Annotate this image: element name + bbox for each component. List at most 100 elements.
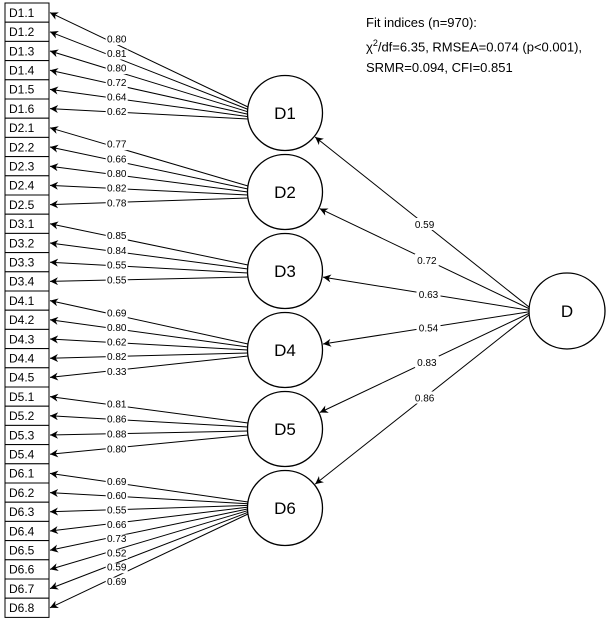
loading-path xyxy=(49,30,249,110)
loading-label-bg xyxy=(105,548,128,559)
loading-label: 0.62 xyxy=(107,107,127,118)
factor-circle xyxy=(246,74,324,152)
loading-path xyxy=(49,316,249,348)
indicator-box: D1.4 xyxy=(4,60,50,81)
loading-label: 0.80 xyxy=(107,64,127,75)
fit-chi-rest: /df=6.35, RMSEA=0.074 (p<0.001), xyxy=(377,39,583,55)
indicator-box: D5.1 xyxy=(4,386,50,407)
loading-label-bg xyxy=(105,78,128,89)
indicator-label: D1.2 xyxy=(9,25,35,39)
factor-circle xyxy=(246,232,324,310)
indicator-label: D5.1 xyxy=(9,390,35,404)
factor-node: D4 xyxy=(246,311,324,389)
factor-node: D3 xyxy=(246,232,324,310)
indicator-label: D6.2 xyxy=(9,486,35,500)
loading-path xyxy=(49,126,249,187)
loading-label: 0.59 xyxy=(107,563,127,574)
loading-label-bg xyxy=(105,506,128,517)
loading-label-bg xyxy=(105,429,128,440)
loading-label: 0.33 xyxy=(107,367,127,378)
factor-label: D2 xyxy=(274,183,296,202)
higher-loading-label: 0.86 xyxy=(415,394,435,405)
loading-path xyxy=(49,68,249,115)
loading-label: 0.66 xyxy=(107,520,127,531)
loading-label: 0.77 xyxy=(107,140,127,151)
loading-label: 0.81 xyxy=(107,49,127,60)
loading-label: 0.80 xyxy=(107,444,127,455)
loading-path xyxy=(49,352,249,362)
chi-power: 2 xyxy=(372,38,378,48)
fit-indices: Fit indices (n=970): χ2/df=6.35, RMSEA=0… xyxy=(366,12,606,78)
indicator-box: D2.5 xyxy=(4,194,50,215)
indicator-label: D5.2 xyxy=(9,409,35,423)
loading-label: 0.86 xyxy=(107,414,127,425)
indicator-box: D6.5 xyxy=(4,540,50,561)
higher-loading-label: 0.83 xyxy=(417,358,437,369)
indicator-box: D1.6 xyxy=(4,98,50,119)
indicator-box: D6.8 xyxy=(4,597,50,618)
loading-path xyxy=(49,197,249,209)
loading-label-bg xyxy=(105,231,128,242)
indicator-box: D6.4 xyxy=(4,520,50,542)
indicator-label: D2.2 xyxy=(9,140,35,154)
indicator-label: D1.3 xyxy=(9,44,35,58)
loading-path xyxy=(49,513,249,609)
loading-path xyxy=(49,510,249,571)
factor-circle xyxy=(246,311,324,389)
indicator-box: D6.1 xyxy=(4,463,50,484)
factor-node: D1 xyxy=(246,74,324,152)
indicator-label: D4.1 xyxy=(9,294,35,308)
loading-label: 0.82 xyxy=(107,184,127,195)
loading-label: 0.66 xyxy=(107,154,127,165)
loading-label-bg xyxy=(105,276,128,287)
higher-loading-bg xyxy=(412,391,437,404)
indicator-label: D6.3 xyxy=(9,505,35,519)
higher-loading-label: 0.54 xyxy=(419,324,439,335)
indicator-box: D5.2 xyxy=(4,405,50,426)
indicator-label: D2.4 xyxy=(9,179,35,193)
higher-factor-node: D xyxy=(528,272,606,350)
indicator-label: D3.1 xyxy=(9,217,35,231)
indicator-label: D1.6 xyxy=(9,102,35,116)
loading-path xyxy=(49,434,249,458)
loading-path xyxy=(49,240,249,270)
indicator-box: D4.2 xyxy=(4,309,50,330)
higher-loading-label: 0.63 xyxy=(419,290,439,301)
loading-label-bg xyxy=(105,367,128,378)
loading-path xyxy=(49,163,249,193)
factor-circle xyxy=(246,390,324,468)
higher-loading-bg xyxy=(412,217,437,230)
loading-label-bg xyxy=(105,49,128,60)
loading-label-bg xyxy=(105,93,128,104)
loading-label: 0.80 xyxy=(107,169,127,180)
indicator-label: D6.7 xyxy=(9,582,35,596)
loading-label: 0.73 xyxy=(107,534,127,545)
indicator-label: D6.5 xyxy=(9,544,35,558)
loading-label: 0.52 xyxy=(107,548,127,559)
factor-node: D2 xyxy=(246,153,324,231)
loading-path xyxy=(49,508,249,553)
loading-path xyxy=(49,298,249,345)
loading-label: 0.64 xyxy=(107,93,127,104)
loading-label: 0.69 xyxy=(107,577,127,588)
indicator-label: D4.5 xyxy=(9,371,35,385)
loading-label: 0.80 xyxy=(107,35,127,46)
indicator-label: D4.4 xyxy=(9,352,35,366)
higher-loading-bg xyxy=(416,288,441,301)
loading-path xyxy=(49,276,249,286)
loading-path xyxy=(49,335,249,351)
loading-label-bg xyxy=(105,246,128,257)
indicator-box: D1.5 xyxy=(4,79,50,100)
indicator-box: D6.6 xyxy=(4,559,50,580)
loading-path xyxy=(49,412,249,428)
loading-label: 0.55 xyxy=(107,506,127,517)
loading-label: 0.84 xyxy=(107,246,127,257)
loading-path xyxy=(49,181,249,196)
loading-label-bg xyxy=(105,338,128,349)
indicator-box: D2.3 xyxy=(4,156,50,177)
loading-label-bg xyxy=(105,414,128,425)
higher-loading-label: 0.59 xyxy=(415,220,435,231)
higher-loading-bg xyxy=(416,321,441,334)
